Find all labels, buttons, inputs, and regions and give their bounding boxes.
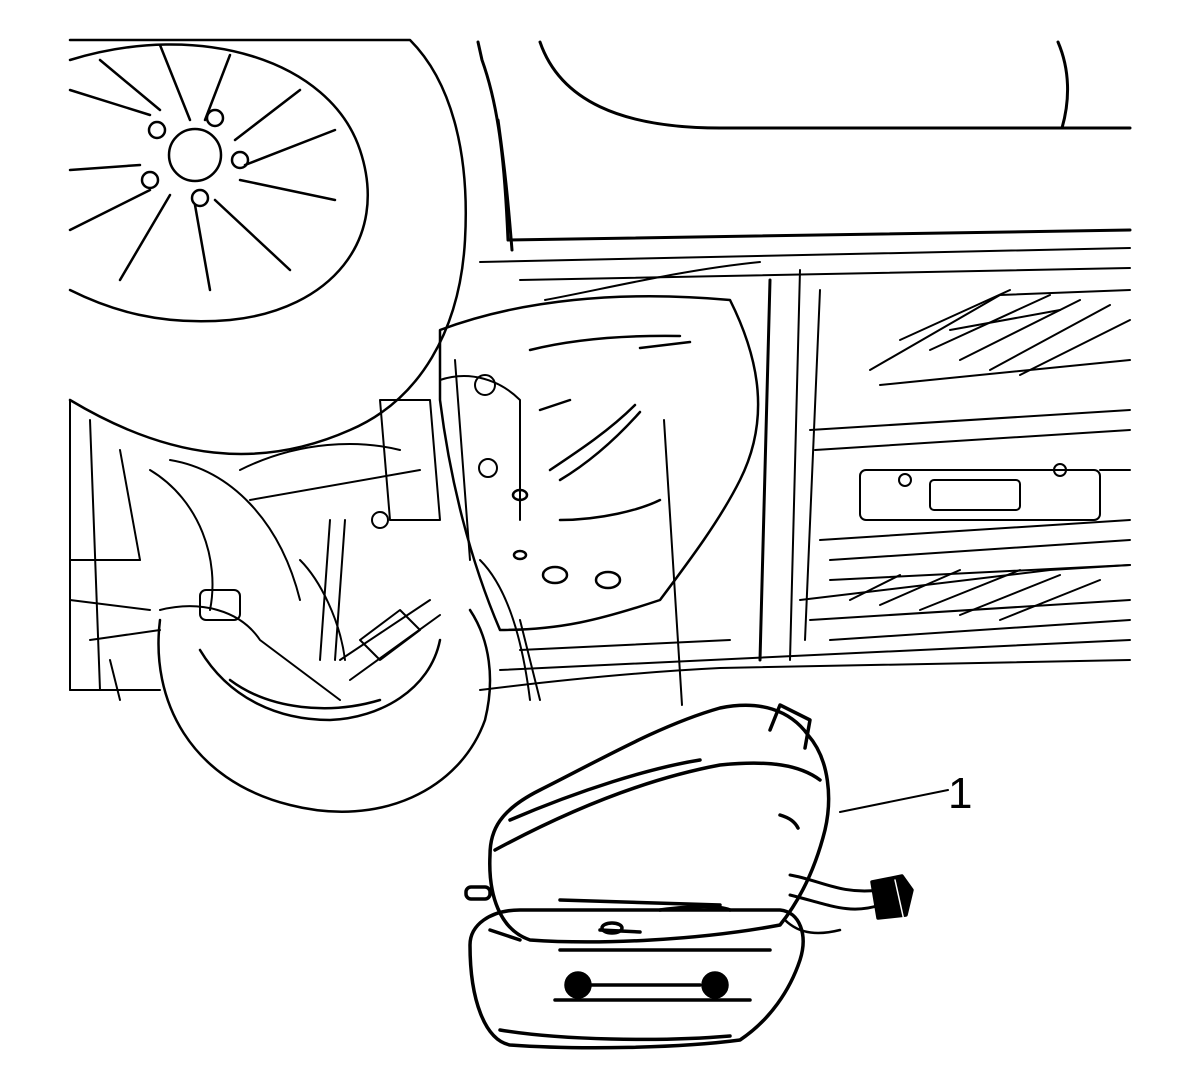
- floor-pan: [70, 248, 1130, 690]
- front-wheel: [70, 40, 466, 454]
- center-heat-shield: [440, 296, 758, 630]
- heat-shield-component: [466, 705, 912, 1048]
- lower-tire: [159, 610, 490, 812]
- callout-leader-lines: [664, 420, 948, 812]
- front-subframe: [70, 360, 540, 700]
- body-side-panel: [478, 42, 1130, 250]
- callout-label-1: 1: [948, 769, 973, 818]
